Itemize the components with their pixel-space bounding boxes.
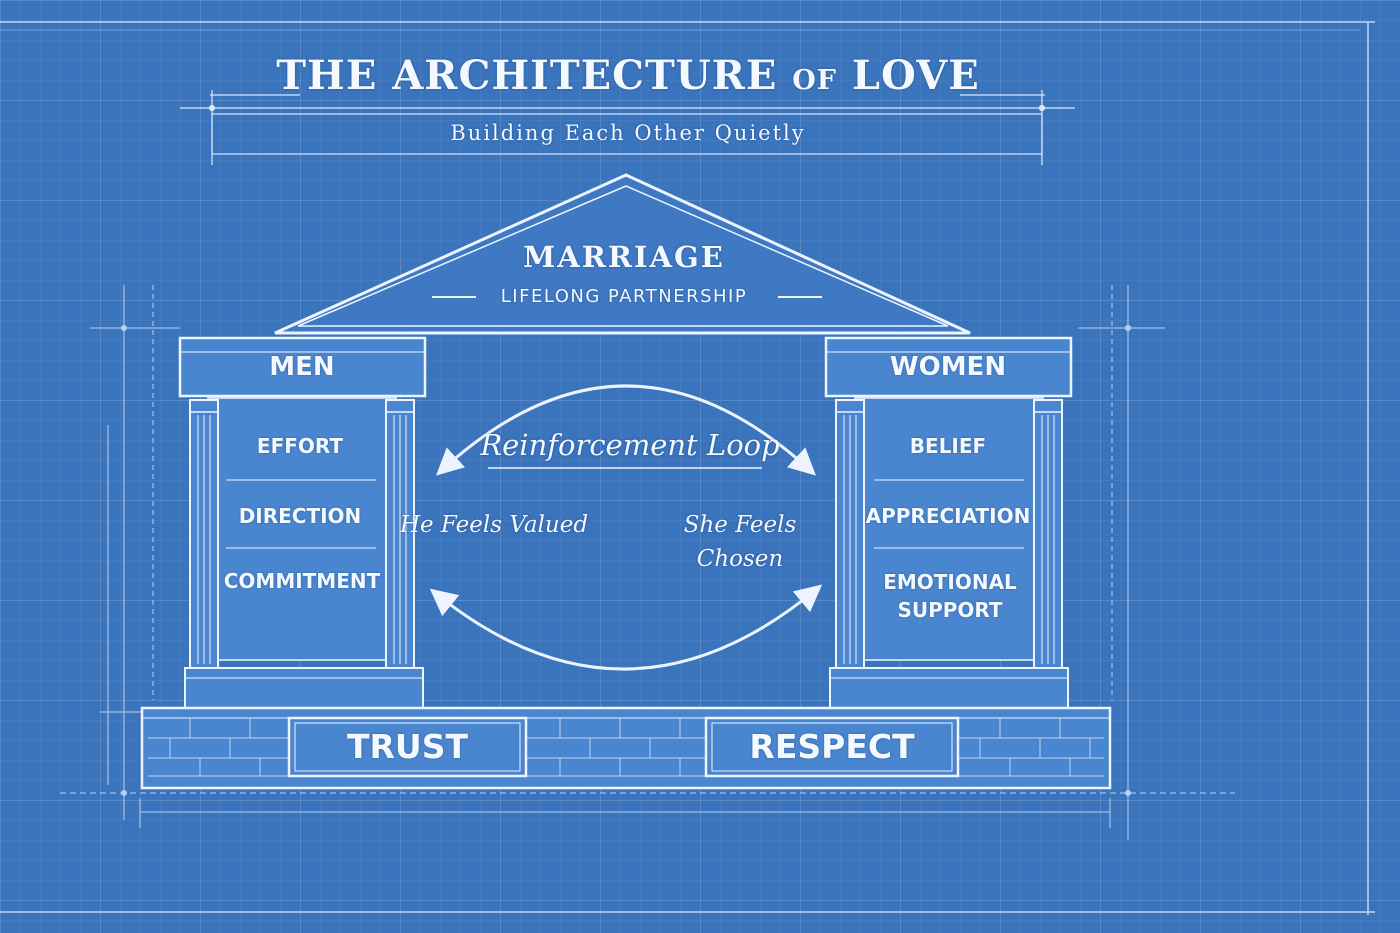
title-dimension-lines	[180, 90, 1075, 165]
pillar-men	[178, 336, 427, 709]
outer-frame	[0, 21, 1375, 915]
title-end: LOVE	[851, 52, 980, 99]
title-of: OF	[792, 65, 837, 96]
pillar-item-commitment: COMMITMENT	[223, 569, 381, 593]
foundation-respect: RESPECT	[749, 727, 915, 766]
roof-title: MARRIAGE	[523, 240, 725, 274]
title-main: THE ARCHITECTURE	[276, 52, 778, 99]
pillar-heading-women: WOMEN	[889, 352, 1007, 382]
page-title: THE ARCHITECTURE OF LOVE	[0, 52, 1256, 99]
page-subtitle: Building Each Other Quietly	[450, 121, 806, 145]
pillar-item-direction: DIRECTION	[238, 504, 362, 528]
pillar-item-effort: EFFORT	[256, 434, 344, 458]
reinforcement-loop-arrows	[429, 384, 823, 671]
foundation-trust: TRUST	[347, 727, 468, 766]
roof	[274, 173, 971, 335]
pillar-women	[824, 336, 1073, 709]
pillar-item-emotional-support: EMOTIONAL SUPPORT	[883, 570, 1017, 622]
loop-text-he: He Feels Valued	[399, 512, 589, 538]
loop-title: Reinforcement Loop	[480, 428, 780, 462]
foundation	[140, 706, 1112, 790]
pillar-item-appreciation: APPRECIATION	[865, 504, 1031, 528]
pillar-heading-men: MEN	[269, 352, 335, 382]
roof-subtitle: LIFELONG PARTNERSHIP	[500, 286, 748, 307]
pillar-item-belief: BELIEF	[909, 434, 987, 458]
dimension-lines	[60, 285, 1235, 840]
loop-text-she: She Feels Chosen	[683, 512, 797, 572]
